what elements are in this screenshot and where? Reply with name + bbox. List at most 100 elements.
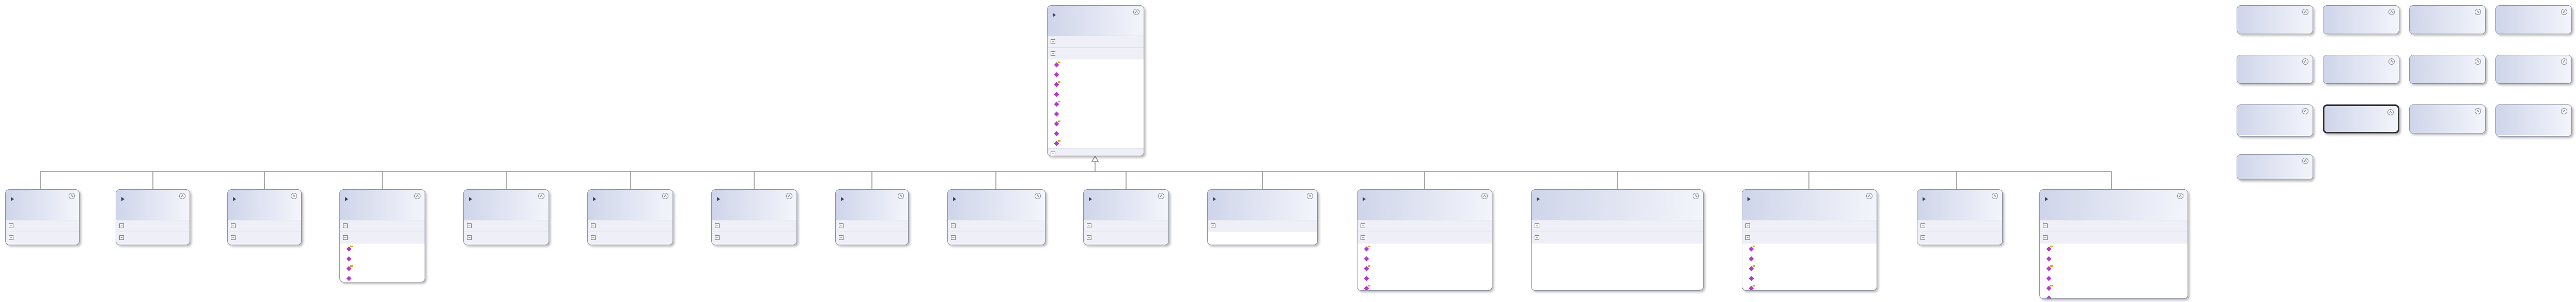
collapse-chevron-icon[interactable]: ˄ [1866, 193, 1872, 199]
class-box[interactable]: ˄−− [463, 189, 549, 245]
class-header[interactable]: ˄ [1917, 190, 2002, 220]
class-box[interactable]: ˄ − − [339, 189, 425, 282]
class-header[interactable]: ˄ [2237, 55, 2313, 83]
collapse-chevron-icon[interactable]: ˄ [179, 193, 185, 199]
member-row[interactable] [1084, 244, 1168, 245]
class-header[interactable]: ˄ [2323, 55, 2399, 83]
section-header[interactable]: − [1917, 220, 2002, 232]
class-header[interactable]: ˄ [1532, 190, 1703, 220]
member-row[interactable] [1742, 263, 1877, 273]
class-box[interactable]: ˄−− [116, 189, 190, 245]
member-row[interactable] [588, 244, 673, 245]
member-row[interactable] [1742, 273, 1877, 283]
section-header[interactable]: − [1357, 220, 1492, 232]
expand-toggle-icon[interactable]: − [231, 223, 236, 228]
class-box[interactable]: ˄ [2323, 55, 2399, 84]
member-row[interactable] [464, 244, 549, 245]
section-header[interactable]: − [228, 232, 301, 244]
member-row[interactable] [1048, 128, 1144, 138]
section-header[interactable]: − [1532, 220, 1703, 232]
expand-toggle-icon[interactable]: − [1745, 223, 1750, 228]
class-header[interactable]: ˄ [2324, 106, 2398, 132]
collapse-chevron-icon[interactable]: ˄ [1992, 193, 1998, 199]
expand-toggle-icon[interactable]: − [2043, 235, 2048, 240]
collapse-chevron-icon[interactable]: ˄ [1481, 193, 1488, 199]
member-row[interactable] [1048, 69, 1144, 79]
section-header[interactable]: − [1048, 48, 1144, 59]
expand-toggle-icon[interactable]: − [715, 223, 720, 228]
class-header[interactable]: ˄ [2237, 6, 2313, 34]
collapse-chevron-icon[interactable]: ˄ [1158, 193, 1164, 199]
class-box[interactable]: ˄ [2409, 5, 2486, 34]
member-row[interactable] [340, 263, 425, 273]
member-row[interactable] [1357, 263, 1492, 273]
section-header[interactable]: − [340, 220, 425, 232]
expand-toggle-icon[interactable]: − [591, 223, 596, 228]
expand-toggle-icon[interactable]: − [119, 223, 124, 228]
expand-toggle-icon[interactable]: − [591, 235, 596, 240]
expand-toggle-icon[interactable]: − [951, 235, 956, 240]
expand-toggle-icon[interactable]: − [839, 235, 844, 240]
expand-toggle-icon[interactable]: − [1535, 235, 1539, 240]
member-row[interactable] [836, 244, 908, 245]
member-row[interactable] [1917, 244, 2002, 245]
class-box[interactable]: ˄ − − [1742, 189, 1877, 291]
class-header[interactable]: ˄ [2040, 190, 2188, 220]
section-header[interactable]: − [1532, 232, 1703, 244]
expand-toggle-icon[interactable]: − [9, 235, 13, 240]
member-row[interactable] [1048, 109, 1144, 118]
section-header[interactable]: − [712, 232, 797, 244]
class-header[interactable]: ˄ [2496, 105, 2571, 135]
member-row[interactable] [2040, 293, 2188, 298]
collapse-chevron-icon[interactable]: ˄ [2561, 108, 2567, 114]
class-box[interactable]: ˄ − − [587, 189, 673, 245]
class-box[interactable]: ˄ − − [227, 189, 302, 245]
class-header[interactable]: ˄ [340, 190, 425, 220]
collapse-chevron-icon[interactable]: ˄ [786, 193, 792, 199]
expand-toggle-icon[interactable]: − [1087, 235, 1091, 240]
expand-toggle-icon[interactable]: − [1051, 39, 1055, 44]
section-header[interactable]: − [228, 220, 301, 232]
collapse-chevron-icon[interactable]: ˄ [898, 193, 904, 199]
expand-toggle-icon[interactable]: − [467, 223, 472, 228]
section-header[interactable]: − [1742, 220, 1877, 232]
member-row[interactable] [948, 244, 1045, 245]
expand-toggle-icon[interactable]: − [343, 235, 348, 240]
collapse-chevron-icon[interactable]: ˄ [1307, 193, 1313, 199]
class-box[interactable]: ˄ − − [711, 189, 797, 245]
collapse-chevron-icon[interactable]: ˄ [662, 193, 668, 199]
collapse-chevron-icon[interactable]: ˄ [414, 193, 420, 199]
expand-toggle-icon[interactable]: − [1087, 223, 1091, 228]
expand-toggle-icon[interactable]: − [231, 235, 236, 240]
expand-toggle-icon[interactable]: − [2043, 223, 2048, 228]
expand-toggle-icon[interactable]: − [1921, 235, 1925, 240]
expand-toggle-icon[interactable]: − [343, 223, 348, 228]
class-header[interactable]: ˄ [2237, 105, 2313, 135]
member-row[interactable] [2040, 263, 2188, 273]
member-row[interactable] [2040, 283, 2188, 293]
class-box[interactable]: ˄−− [947, 189, 1045, 245]
collapse-chevron-icon[interactable]: ˄ [2561, 9, 2567, 15]
expand-toggle-icon[interactable]: − [1745, 235, 1750, 240]
collapse-chevron-icon[interactable]: ˄ [2387, 109, 2394, 115]
section-header[interactable]: − [948, 232, 1045, 244]
member-row[interactable] [6, 244, 79, 245]
member-row[interactable] [2040, 244, 2188, 253]
collapse-chevron-icon[interactable]: ˄ [2388, 58, 2395, 65]
class-box[interactable]: ˄ [2409, 55, 2486, 84]
section-header[interactable]: − [2040, 220, 2188, 232]
expand-toggle-icon[interactable]: − [467, 235, 472, 240]
class-box[interactable]: ˄ [2237, 5, 2313, 34]
member-row[interactable] [1742, 253, 1877, 263]
member-row[interactable] [1048, 138, 1144, 148]
collapse-chevron-icon[interactable]: ˄ [2177, 193, 2183, 199]
class-box[interactable]: ˄ [2495, 104, 2572, 137]
collapse-chevron-icon[interactable]: ˄ [291, 193, 297, 199]
section-header[interactable]: − [588, 220, 673, 232]
class-box[interactable]: ˄ − − [1917, 189, 2003, 245]
section-header[interactable]: − [1917, 232, 2002, 244]
class-header[interactable]: ˄ [2496, 6, 2571, 34]
collapse-chevron-icon[interactable]: ˄ [2302, 9, 2308, 15]
class-header[interactable]: ˄ [228, 190, 301, 220]
class-header[interactable]: ˄ [6, 190, 79, 220]
